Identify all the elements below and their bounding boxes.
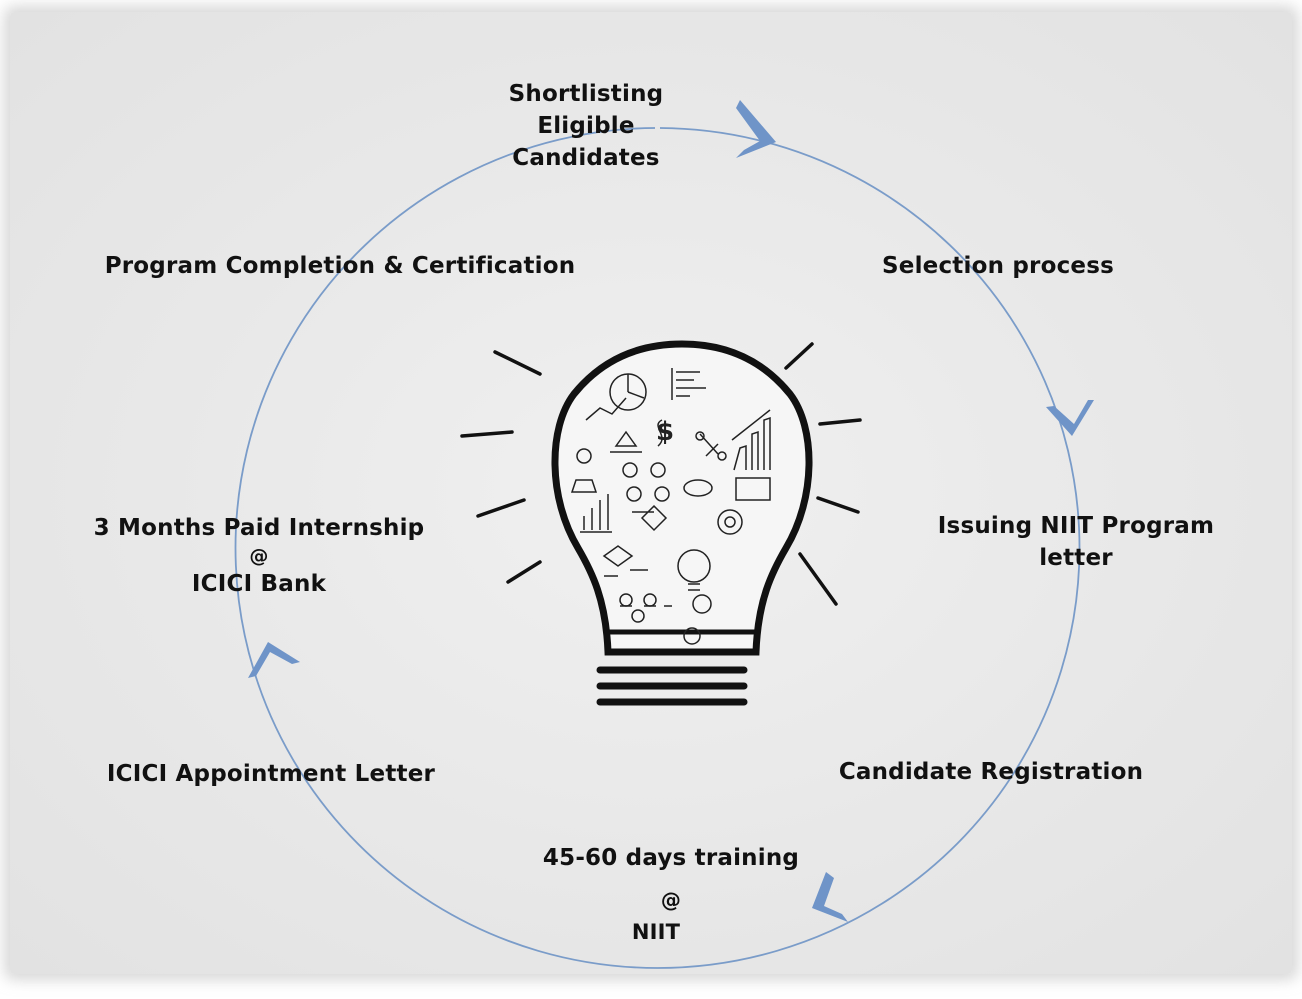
arrow-left-icon	[248, 642, 300, 678]
lightbulb-icon: $	[460, 340, 862, 706]
step-shortlisting: Shortlisting Eligible Candidates	[500, 78, 672, 174]
arrow-bottom-icon	[812, 872, 848, 922]
step-shortlisting-line-2: Eligible	[537, 113, 635, 139]
step-appointment-letter: ICICI Appointment Letter	[96, 758, 446, 790]
step-issuing-line-1: Issuing NIIT Program	[937, 513, 1215, 539]
step-internship-line-3: ICICI Bank	[191, 571, 327, 597]
step-registration-line-1: Candidate Registration	[838, 759, 1144, 785]
step-selection-process: Selection process	[870, 250, 1126, 282]
step-shortlisting-line-3: Candidates	[512, 145, 660, 171]
step-internship-line-2: @	[249, 545, 269, 567]
step-candidate-registration: Candidate Registration	[824, 756, 1158, 788]
step-training: 45-60 days training @ NIIT	[530, 842, 812, 948]
step-paid-internship: 3 Months Paid Internship @ ICICI Bank	[76, 512, 442, 600]
step-program-completion: Program Completion & Certification	[86, 250, 594, 282]
arrow-top-icon	[736, 100, 776, 158]
step-issuing-letter: Issuing NIIT Program letter	[920, 510, 1232, 574]
cycle-path	[234, 127, 1081, 969]
step-training-line-1: 45-60 days training	[542, 845, 800, 871]
step-internship-line-1: 3 Months Paid Internship	[93, 515, 425, 541]
step-appointment-line-1: ICICI Appointment Letter	[106, 761, 436, 787]
step-completion-line-1: Program Completion & Certification	[104, 253, 576, 279]
step-selection-line-1: Selection process	[882, 253, 1114, 279]
step-shortlisting-line-1: Shortlisting	[508, 81, 664, 107]
step-training-line-3: NIIT	[631, 920, 681, 944]
step-training-line-2: @	[660, 888, 682, 912]
svg-text:$: $	[656, 417, 674, 447]
arrow-right-icon	[1046, 400, 1094, 436]
step-issuing-line-2: letter	[1039, 545, 1113, 571]
